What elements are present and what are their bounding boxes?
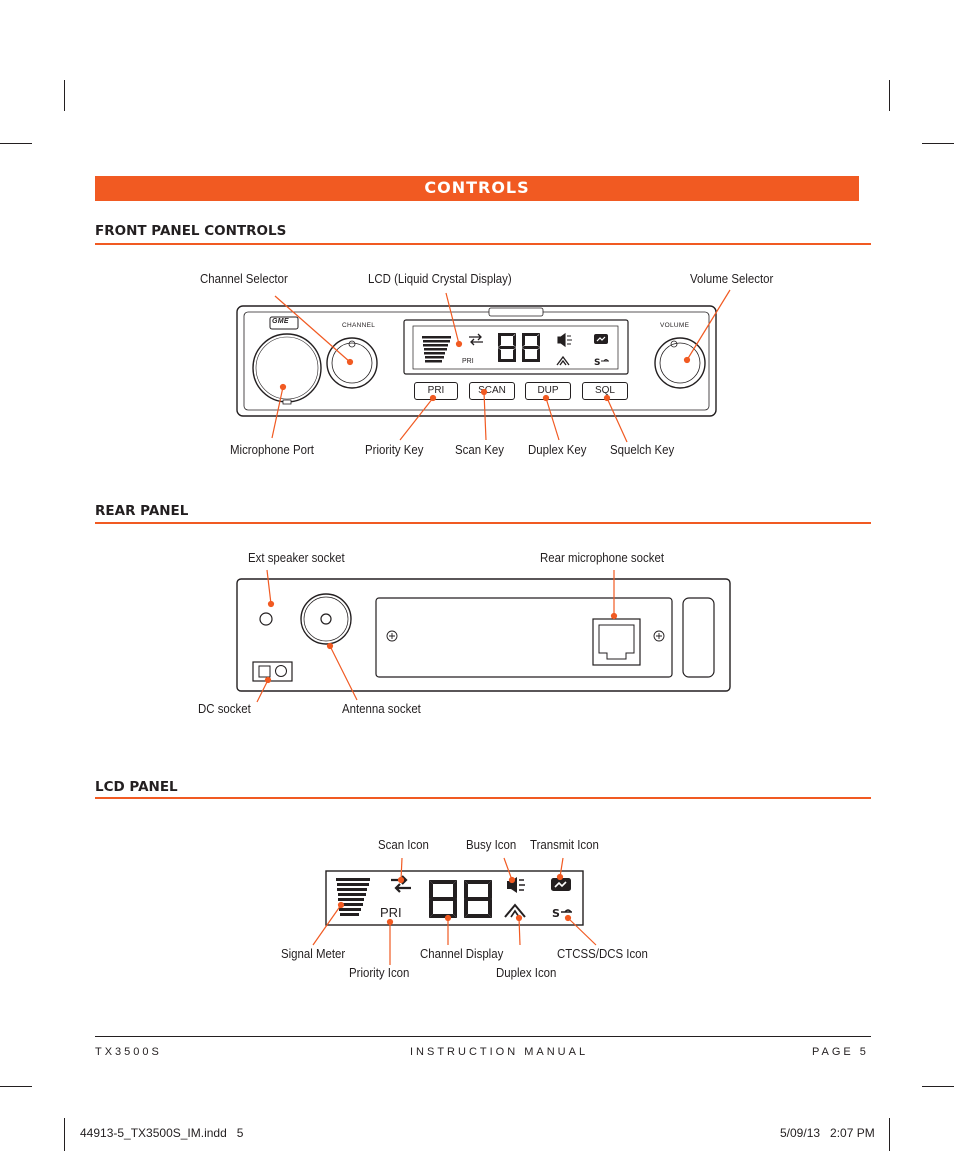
label-duplex-icon: Duplex Icon bbox=[496, 965, 557, 980]
scan-key: SCAN bbox=[469, 382, 515, 400]
section-rear-title: REAR PANEL bbox=[95, 503, 189, 519]
label-busy-icon: Busy Icon bbox=[466, 837, 517, 852]
svg-text:S: S bbox=[594, 358, 600, 368]
label-transmit-icon: Transmit Icon bbox=[530, 837, 599, 852]
label-ctcss-icon: CTCSS/DCS Icon bbox=[557, 946, 648, 961]
label-squelch-key: Squelch Key bbox=[610, 442, 675, 457]
volume-caption: VOLUME bbox=[660, 322, 690, 329]
crop-mark bbox=[64, 1118, 65, 1151]
label-priority-key: Priority Key bbox=[365, 442, 424, 457]
label-scan-icon: Scan Icon bbox=[378, 837, 429, 852]
section-rule bbox=[95, 522, 871, 524]
section-front-title: FRONT PANEL CONTROLS bbox=[95, 223, 287, 239]
crop-mark bbox=[64, 80, 65, 111]
gme-logo: GME bbox=[272, 318, 289, 325]
section-lcd-title: LCD PANEL bbox=[95, 779, 178, 795]
label-lcd: LCD (Liquid Crystal Display) bbox=[368, 271, 512, 286]
label-dc-socket: DC socket bbox=[198, 701, 251, 716]
rear-mic-socket bbox=[592, 618, 641, 666]
crop-mark bbox=[0, 143, 32, 144]
label-signal-meter: Signal Meter bbox=[281, 946, 346, 961]
lcd-priority-text: PRI bbox=[380, 905, 402, 920]
crop-mark bbox=[889, 80, 890, 111]
banner-title: CONTROLS bbox=[424, 178, 530, 197]
crop-mark bbox=[922, 143, 954, 144]
label-priority-icon: Priority Icon bbox=[349, 965, 410, 980]
footer-rule bbox=[95, 1036, 871, 1037]
label-duplex-key: Duplex Key bbox=[528, 442, 587, 457]
crop-mark bbox=[889, 1118, 890, 1151]
channel-caption: CHANNEL bbox=[342, 322, 376, 329]
label-antenna-socket: Antenna socket bbox=[342, 701, 421, 716]
svg-text:S: S bbox=[552, 907, 560, 920]
label-scan-key: Scan Key bbox=[455, 442, 504, 457]
signal-meter bbox=[336, 878, 370, 916]
footer-page: PAGE 5 bbox=[812, 1046, 869, 1058]
pri-key: PRI bbox=[414, 382, 458, 400]
label-ext-speaker: Ext speaker socket bbox=[248, 550, 345, 565]
crop-mark bbox=[922, 1086, 954, 1087]
section-rule bbox=[95, 797, 871, 799]
duplex-icon bbox=[504, 903, 526, 918]
ext-speaker-socket bbox=[259, 612, 273, 626]
transmit-icon bbox=[551, 878, 571, 891]
footer-manual: INSTRUCTION MANUAL bbox=[410, 1046, 589, 1058]
ctcss-icon: S bbox=[552, 907, 572, 920]
footer-model: TX3500S bbox=[95, 1046, 162, 1058]
label-microphone-port: Microphone Port bbox=[230, 442, 314, 457]
front-panel-inner bbox=[243, 311, 710, 411]
front-lcd-pri-text: PRI bbox=[462, 358, 474, 365]
label-channel-selector: Channel Selector bbox=[200, 271, 288, 286]
label-rear-mic: Rear microphone socket bbox=[540, 550, 664, 565]
channel-display bbox=[429, 880, 492, 918]
slug-file: 44913-5_TX3500S_IM.indd 5 bbox=[80, 1126, 244, 1140]
slug-date: 5/09/13 2:07 PM bbox=[780, 1126, 875, 1140]
controls-banner: CONTROLS bbox=[95, 176, 859, 201]
label-channel-display: Channel Display bbox=[420, 946, 504, 961]
section-rule bbox=[95, 243, 871, 245]
crop-mark bbox=[0, 1086, 32, 1087]
label-volume-selector: Volume Selector bbox=[690, 271, 774, 286]
